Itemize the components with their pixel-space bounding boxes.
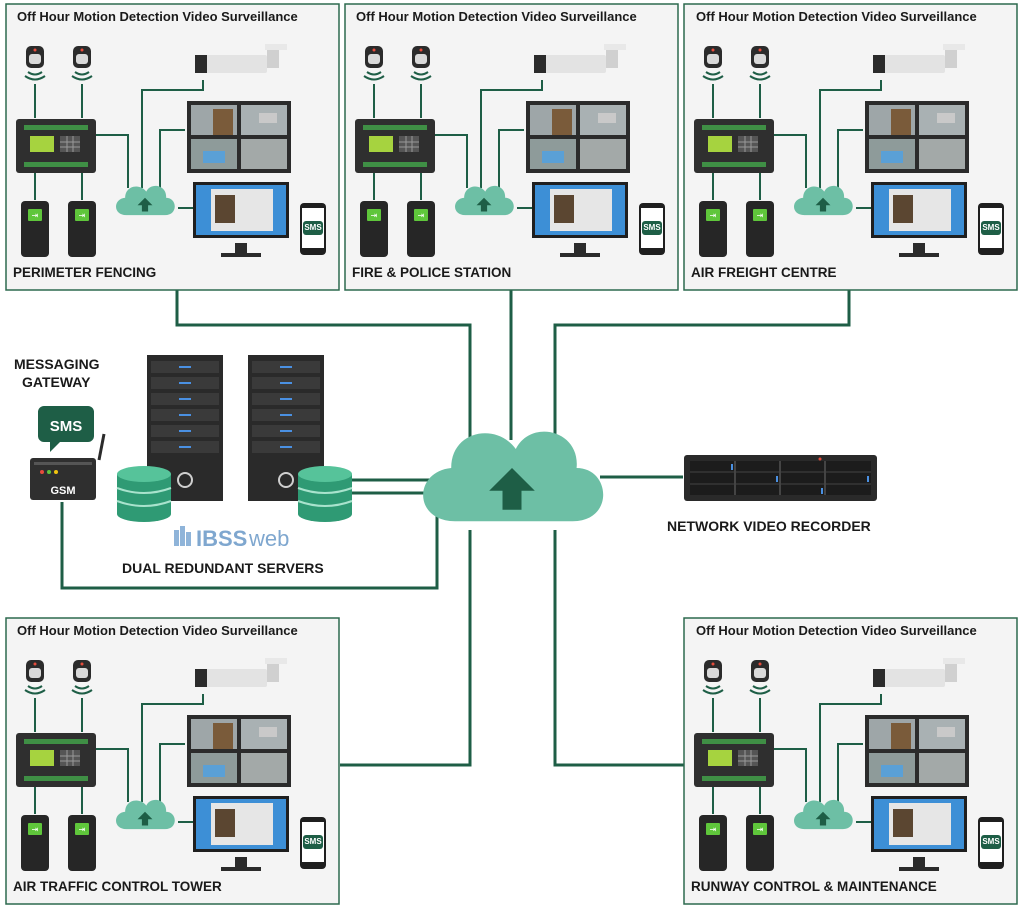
zone-title: Off Hour Motion Detection Video Surveill…: [696, 9, 977, 24]
zone-name: RUNWAY CONTROL & MAINTENANCE: [691, 879, 937, 894]
card-reader-icon: [21, 201, 49, 257]
video-wall-icon: [187, 101, 291, 173]
access-controller-icon: [693, 732, 775, 788]
video-wall-icon: [865, 101, 969, 173]
database-icon: [116, 465, 172, 523]
access-controller-icon: [693, 118, 775, 174]
zone-devices: SMS: [15, 44, 326, 257]
access-controller-icon: [354, 118, 436, 174]
zone-title: Off Hour Motion Detection Video Surveill…: [696, 623, 977, 638]
network-lines: [60, 290, 851, 767]
sms-bubble-icon: SMS: [38, 406, 94, 452]
zone-devices: SMS: [15, 658, 326, 871]
zone-wiring: [373, 80, 543, 209]
card-reader-icon: [699, 201, 727, 257]
central-cloud-icon: [423, 431, 604, 522]
access-controller-icon: [15, 732, 97, 788]
zone-wiring: [712, 80, 882, 209]
zone-devices: SMS: [693, 44, 1004, 257]
zone-name: FIRE & POLICE STATION: [352, 265, 512, 280]
zone-title: Off Hour Motion Detection Video Surveill…: [17, 9, 298, 24]
ibssweb-logo: IBSS web: [174, 526, 289, 551]
phone-sms-text: SMS: [643, 223, 661, 232]
messaging-gateway-label-line2: GATEWAY: [22, 374, 91, 390]
zone-name: AIR TRAFFIC CONTROL TOWER: [13, 879, 222, 894]
video-wall-icon: [526, 101, 630, 173]
phone-sms-text: SMS: [982, 837, 1000, 846]
card-reader-icon: [746, 815, 774, 871]
phone-sms-text: SMS: [304, 223, 322, 232]
ibss-brand-bold: IBSS: [196, 526, 247, 551]
zone-name: PERIMETER FENCING: [13, 265, 157, 280]
card-reader-icon: [746, 201, 774, 257]
messaging-gateway-label-line1: MESSAGING: [14, 356, 100, 372]
gsm-label: GSM: [50, 485, 75, 497]
zone-devices: SMS: [693, 658, 1004, 871]
zone-wiring: [34, 80, 204, 209]
network-video-recorder-icon: [684, 455, 877, 501]
zone-wiring: [712, 694, 882, 823]
ibss-brand-light: web: [248, 526, 289, 551]
video-wall-icon: [865, 715, 969, 787]
zone-wiring: [34, 694, 204, 823]
card-reader-icon: [68, 201, 96, 257]
dual-redundant-servers-label: DUAL REDUNDANT SERVERS: [122, 560, 324, 576]
network-video-recorder-label: NETWORK VIDEO RECORDER: [667, 518, 871, 534]
card-reader-icon: [68, 815, 96, 871]
video-wall-icon: [187, 715, 291, 787]
card-reader-icon: [407, 201, 435, 257]
gsm-modem-icon: GSM: [30, 433, 106, 500]
zone-title: Off Hour Motion Detection Video Surveill…: [356, 9, 637, 24]
access-controller-icon: [15, 118, 97, 174]
zone-name: AIR FREIGHT CENTRE: [691, 265, 837, 280]
card-reader-icon: [699, 815, 727, 871]
phone-sms-text: SMS: [982, 223, 1000, 232]
card-reader-icon: [360, 201, 388, 257]
zone-title: Off Hour Motion Detection Video Surveill…: [17, 623, 298, 638]
gateway-sms-text: SMS: [50, 418, 83, 435]
zone-devices: SMS: [354, 44, 665, 257]
database-icon: [297, 465, 353, 523]
phone-sms-text: SMS: [304, 837, 322, 846]
card-reader-icon: [21, 815, 49, 871]
